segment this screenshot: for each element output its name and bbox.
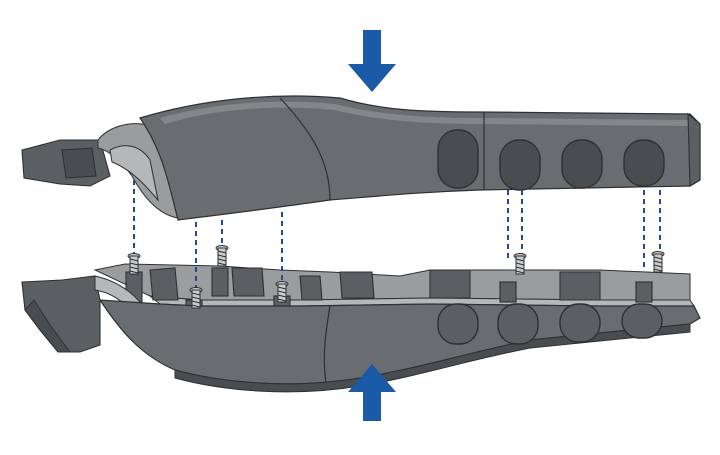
screw-icon <box>651 251 665 273</box>
lower-shell <box>21 263 701 393</box>
upper-shell-grip-ribs <box>437 129 665 191</box>
press-up-arrow <box>348 364 396 421</box>
screw-icon <box>189 287 203 309</box>
alignment-guides <box>133 180 661 290</box>
press-down-arrow <box>348 30 396 92</box>
screw-icon <box>275 281 289 303</box>
screw-icon <box>215 245 229 267</box>
upper-shell-body <box>139 95 701 221</box>
screws <box>127 245 665 309</box>
upper-shell <box>21 95 701 221</box>
lower-shell-inner-walls <box>149 267 601 301</box>
lower-shell-cavity <box>93 263 691 301</box>
lower-shell-grip-ribs <box>437 303 663 345</box>
screw-icon <box>513 253 527 275</box>
screw-icon <box>127 253 141 275</box>
